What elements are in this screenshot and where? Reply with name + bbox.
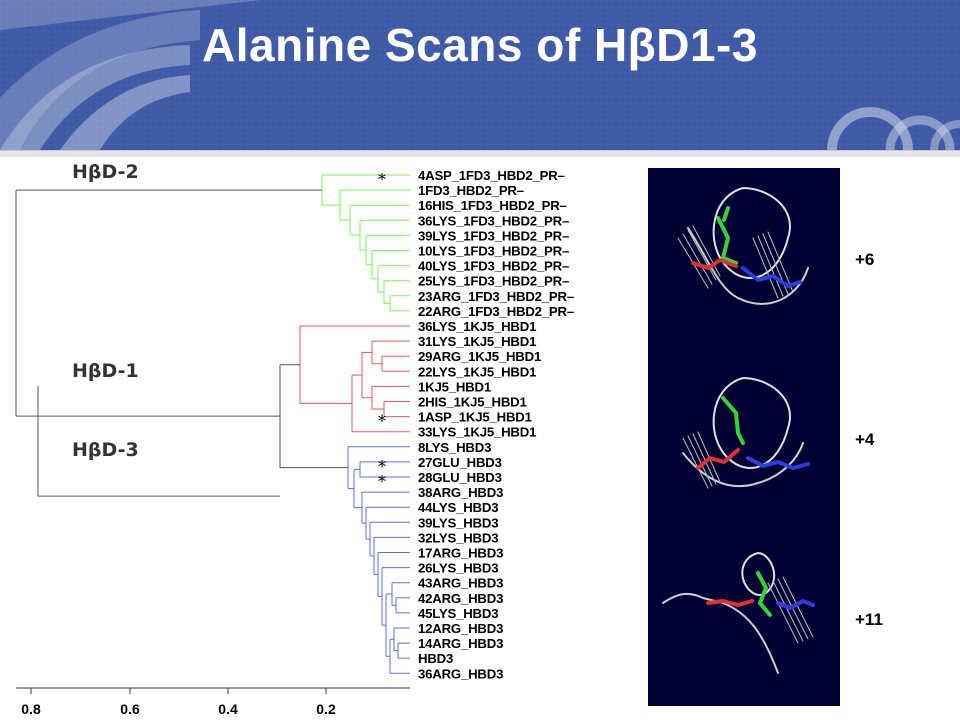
leaf-label: 4ASP_1FD3_HBD2_PR– xyxy=(418,168,565,183)
leaf-label: 12ARG_HBD3 xyxy=(418,621,503,636)
significance-star: * xyxy=(378,457,386,476)
leaf-label: 10LYS_1FD3_HBD2_PR– xyxy=(418,244,569,259)
structure-hbd1 xyxy=(682,377,810,489)
charge-label-hbd1: +4 xyxy=(855,430,875,449)
leaf-label: 26LYS_HBD3 xyxy=(418,561,498,576)
cluster-label-hbd2: HβD-2 xyxy=(72,161,139,183)
header-divider xyxy=(0,150,960,157)
leaf-label: 36LYS_1FD3_HBD2_PR– xyxy=(418,213,569,228)
dendrogram: 4ASP_1FD3_HBD2_PR–1FD3_HBD2_PR–16HIS_1FD… xyxy=(15,161,574,717)
leaf-label: 29ARG_1KJ5_HBD1 xyxy=(418,349,541,364)
leaf-label: 16HIS_1FD3_HBD2_PR– xyxy=(418,198,567,213)
leaf-label: 28GLU_HBD3 xyxy=(418,470,502,485)
leaf-label: 17ARG_HBD3 xyxy=(418,546,503,561)
leaf-label: 1KJ5_HBD1 xyxy=(418,379,491,394)
leaf-label: 14ARG_HBD3 xyxy=(418,636,503,651)
significance-markers: **** xyxy=(378,170,386,491)
leaf-label: 23ARG_1FD3_HBD2_PR– xyxy=(418,289,574,304)
dendrogram-branches xyxy=(15,174,410,674)
leaf-label: 43ARG_HBD3 xyxy=(418,576,503,591)
leaf-label: 36LYS_1KJ5_HBD1 xyxy=(418,319,536,334)
significance-star: * xyxy=(378,412,386,431)
leaf-label: 33LYS_1KJ5_HBD1 xyxy=(418,425,536,440)
cluster-label-hbd3: HβD-3 xyxy=(72,439,139,461)
leaf-label: 8LYS_HBD3 xyxy=(418,440,491,455)
leaf-label: 39LYS_HBD3 xyxy=(418,515,498,530)
leaf-labels: 4ASP_1FD3_HBD2_PR–1FD3_HBD2_PR–16HIS_1FD… xyxy=(418,168,574,681)
charge-label-hbd3: +11 xyxy=(855,610,883,629)
leaf-label: 36ARG_HBD3 xyxy=(418,666,503,681)
leaf-label: 32LYS_HBD3 xyxy=(418,530,498,545)
leaf-label: 31LYS_1KJ5_HBD1 xyxy=(418,334,536,349)
x-axis-tick-label: 0.2 xyxy=(316,701,336,717)
leaf-label: 27GLU_HBD3 xyxy=(418,455,502,470)
x-axis: 0.8 0.6 0.4 0.2 xyxy=(21,688,336,717)
leaf-label: 40LYS_1FD3_HBD2_PR– xyxy=(418,259,569,274)
x-axis-tick-label: 0.6 xyxy=(120,701,140,717)
leaf-label: 38ARG_HBD3 xyxy=(418,485,503,500)
charge-label-hbd2: +6 xyxy=(855,250,875,269)
leaf-label: 22ARG_1FD3_HBD2_PR– xyxy=(418,304,574,319)
leaf-label: 39LYS_1FD3_HBD2_PR– xyxy=(418,228,569,243)
leaf-label: HBD3 xyxy=(418,651,453,666)
protein-structure-image xyxy=(662,187,815,674)
leaf-label: 1FD3_HBD2_PR– xyxy=(418,183,524,198)
structure-hbd3 xyxy=(662,552,815,674)
significance-star: * xyxy=(378,170,386,189)
x-axis-tick-label: 0.4 xyxy=(218,701,238,717)
leaf-label: 45LYS_HBD3 xyxy=(418,606,498,621)
x-axis-tick-label: 0.8 xyxy=(21,701,41,717)
leaf-label: 1ASP_1KJ5_HBD1 xyxy=(418,410,532,425)
protein-structure-panel xyxy=(648,168,840,706)
structure-hbd2 xyxy=(677,187,809,305)
leaf-label: 22LYS_1KJ5_HBD1 xyxy=(418,364,536,379)
leaf-label: 2HIS_1KJ5_HBD1 xyxy=(418,395,527,410)
leaf-label: 42ARG_HBD3 xyxy=(418,591,503,606)
page-title: Alanine Scans of HβD1-3 xyxy=(202,19,758,71)
leaf-label: 44LYS_HBD3 xyxy=(418,500,498,515)
cluster-label-hbd1: HβD-1 xyxy=(72,360,139,382)
header-decoration xyxy=(0,0,960,150)
leaf-label: 25LYS_1FD3_HBD2_PR– xyxy=(418,274,569,289)
header-banner: Alanine Scans of HβD1-3 xyxy=(0,0,960,150)
significance-star: * xyxy=(378,472,386,491)
